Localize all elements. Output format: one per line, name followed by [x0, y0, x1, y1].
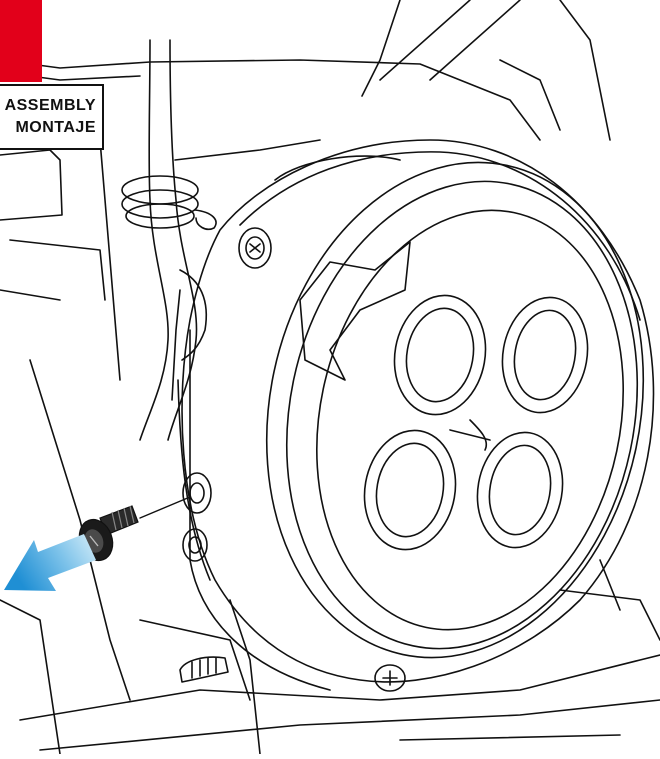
led-reflectors — [363, 294, 589, 551]
mounting-bolt-bottom — [374, 664, 406, 692]
headlight-housing — [177, 139, 655, 691]
lens-ring — [265, 161, 645, 659]
mounting-bolt-top — [238, 227, 272, 269]
mounting-bolt-lower — [182, 528, 208, 562]
adjuster-knob — [179, 656, 229, 683]
arrow-left-icon — [4, 534, 96, 591]
retaining-clip — [299, 241, 411, 381]
label-english: ASSEMBLY — [4, 97, 96, 114]
section-label: ASSEMBLY MONTAJE — [0, 84, 104, 150]
step-marker — [0, 0, 42, 82]
mounting-hole-side — [182, 472, 212, 514]
cable — [121, 39, 401, 441]
leader-line — [139, 496, 191, 519]
label-spanish: MONTAJE — [15, 119, 96, 136]
